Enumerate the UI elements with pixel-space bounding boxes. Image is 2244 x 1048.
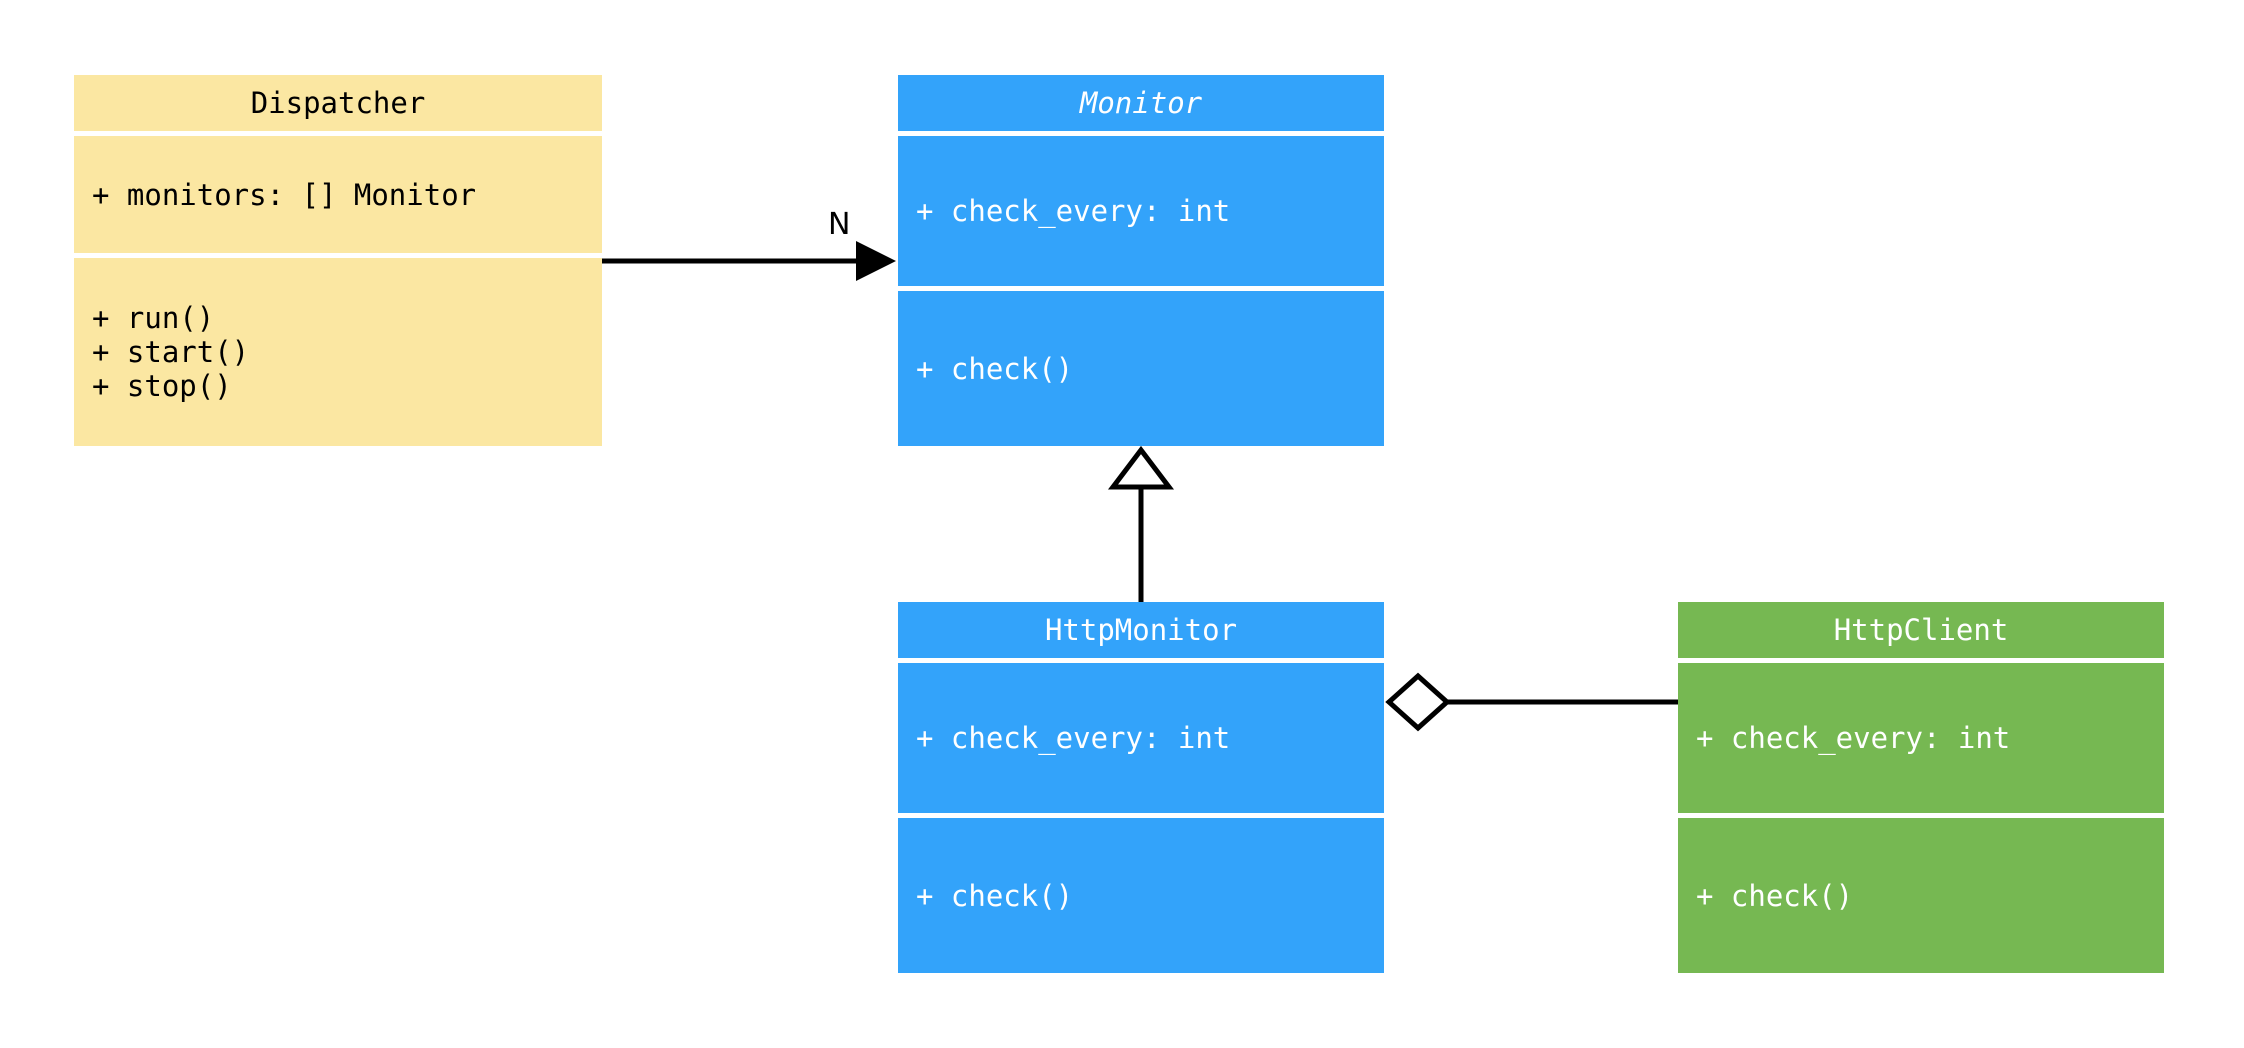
- attributes-compartment-monitor: + check_every: int: [898, 136, 1384, 286]
- attribute-row: + monitors: [] Monitor: [92, 177, 477, 212]
- attributes-compartment-httpmonitor: + check_every: int: [898, 663, 1384, 813]
- class-title-httpmonitor: HttpMonitor: [1044, 612, 1238, 647]
- class-box-httpclient[interactable]: HttpClient + check_every: int + check(): [1678, 602, 2164, 973]
- class-box-httpmonitor[interactable]: HttpMonitor + check_every: int + check(): [898, 602, 1384, 973]
- class-divider: [74, 131, 602, 136]
- hollow-diamond-icon: [1385, 672, 1451, 732]
- class-title-monitor: Monitor: [1079, 85, 1203, 120]
- method-row: + stop(): [92, 369, 232, 403]
- class-title-httpclient: HttpClient: [1833, 612, 2009, 647]
- multiplicity-label-n: N: [828, 207, 851, 242]
- attribute-row: + check_every: int: [916, 194, 1231, 228]
- relationship-httpmonitor-httpclient: [1385, 672, 1678, 732]
- relationship-httpmonitor-monitor: [1107, 445, 1175, 602]
- class-divider: [74, 253, 602, 258]
- methods-compartment-monitor: + check(): [898, 291, 1384, 446]
- class-divider: [898, 286, 1384, 291]
- class-divider: [1678, 813, 2164, 818]
- method-row: + check(): [1696, 878, 1854, 913]
- attribute-row: + check_every: int: [916, 721, 1231, 755]
- methods-compartment-dispatcher: + run() + start() + stop(): [74, 258, 602, 446]
- class-divider: [898, 658, 1384, 663]
- class-title-dispatcher: Dispatcher: [250, 85, 426, 120]
- method-row: + run(): [92, 301, 215, 335]
- class-box-dispatcher[interactable]: Dispatcher + monitors: [] Monitor + run(…: [74, 75, 602, 446]
- methods-compartment-httpmonitor: + check(): [898, 818, 1384, 973]
- class-divider: [898, 813, 1384, 818]
- filled-arrowhead-icon: [856, 241, 896, 281]
- method-row: + start(): [92, 335, 250, 369]
- attributes-compartment-httpclient: + check_every: int: [1678, 663, 2164, 813]
- methods-compartment-httpclient: + check(): [1678, 818, 2164, 973]
- class-divider: [1678, 658, 2164, 663]
- attribute-row: + check_every: int: [1696, 721, 2011, 755]
- class-divider: [898, 131, 1384, 136]
- class-box-monitor[interactable]: Monitor + check_every: int + check(): [898, 75, 1384, 446]
- relationship-dispatcher-monitor: [602, 241, 896, 281]
- method-row: + check(): [916, 351, 1074, 386]
- attributes-compartment-dispatcher: + monitors: [] Monitor: [74, 136, 602, 253]
- method-row: + check(): [916, 878, 1074, 913]
- hollow-triangle-icon: [1107, 445, 1175, 490]
